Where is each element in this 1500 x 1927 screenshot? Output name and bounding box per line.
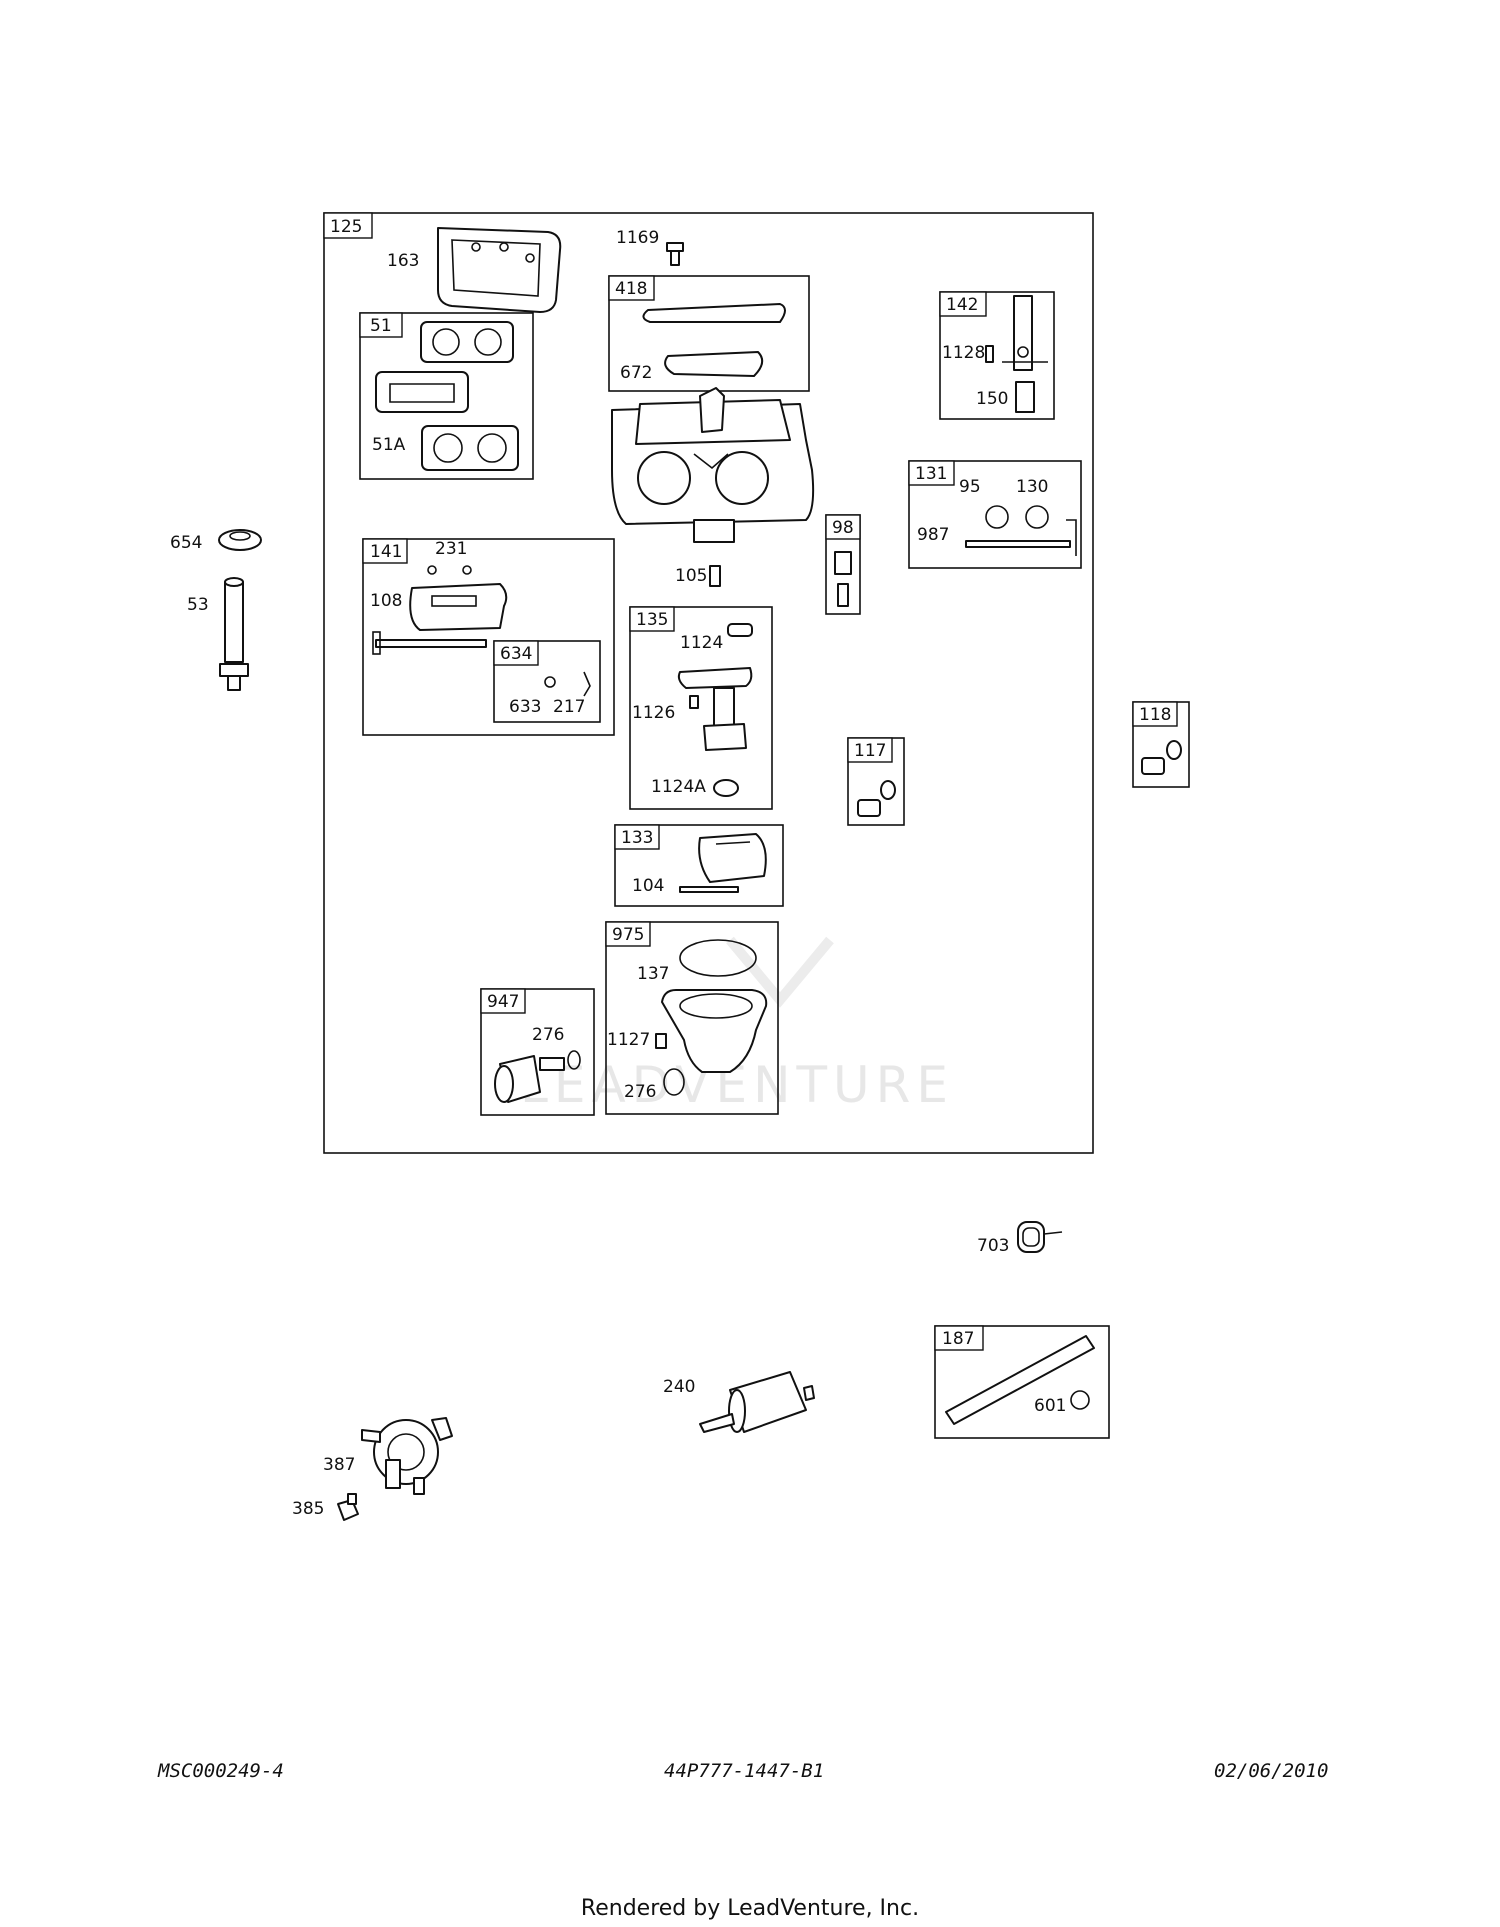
watermark-logo bbox=[726, 936, 834, 1008]
callout-150: 150 bbox=[976, 389, 1008, 409]
callout-217: 217 bbox=[553, 697, 585, 717]
callout-1126: 1126 bbox=[632, 703, 675, 723]
callout-975: 975 bbox=[612, 925, 644, 945]
kit-947: 947 276 bbox=[480, 988, 595, 1116]
kit-133: 133 104 bbox=[614, 824, 784, 907]
kit-142: 142 1128 150 bbox=[939, 291, 1055, 420]
callout-385: 385 bbox=[292, 1499, 324, 1519]
part-654-nut: 654 bbox=[170, 529, 262, 553]
part-703-clamp: 703 bbox=[977, 1221, 1063, 1256]
callout-276a: 276 bbox=[532, 1025, 564, 1045]
kit-187: 187 601 bbox=[934, 1325, 1110, 1439]
callout-1128: 1128 bbox=[942, 343, 985, 363]
callout-418: 418 bbox=[615, 279, 647, 299]
part-105-jet: 105 bbox=[675, 565, 721, 587]
callout-108: 108 bbox=[370, 591, 402, 611]
kit-51: 51 51A bbox=[359, 312, 534, 480]
callout-276b: 276 bbox=[624, 1082, 656, 1102]
callout-131: 131 bbox=[915, 464, 947, 484]
part-163-gasket: 163 bbox=[387, 227, 562, 313]
callout-703: 703 bbox=[977, 1236, 1009, 1256]
callout-tab-125 bbox=[323, 212, 373, 239]
callout-104: 104 bbox=[632, 876, 664, 896]
kit-135: 135 1124 1126 1124A bbox=[629, 606, 773, 810]
callout-117: 117 bbox=[854, 741, 886, 761]
part-240-fuel-filter: 240 bbox=[663, 1371, 815, 1433]
callout-118: 118 bbox=[1139, 705, 1171, 725]
kit-975: 975 137 1127 276 bbox=[605, 921, 779, 1115]
callout-231: 231 bbox=[435, 539, 467, 559]
part-387-fuel-pump: 387 bbox=[323, 1417, 453, 1495]
callout-125: 125 bbox=[330, 217, 362, 237]
callout-672: 672 bbox=[620, 363, 652, 383]
callout-51A: 51A bbox=[372, 435, 406, 455]
callout-130: 130 bbox=[1016, 477, 1048, 497]
assembly-125: 125 bbox=[323, 212, 1094, 1154]
kit-131: 131 95 130 987 bbox=[908, 460, 1082, 569]
callout-1124: 1124 bbox=[680, 633, 723, 653]
kit-98: 98 bbox=[825, 514, 861, 615]
callout-163: 163 bbox=[387, 251, 419, 271]
callout-1169: 1169 bbox=[616, 228, 659, 248]
footer-date: 02/06/2010 bbox=[1214, 1760, 1329, 1782]
callout-141: 141 bbox=[370, 542, 402, 562]
kit-634: 634 633 217 bbox=[493, 640, 601, 723]
callout-1124A: 1124A bbox=[651, 777, 706, 797]
callout-98: 98 bbox=[832, 518, 854, 538]
callout-987: 987 bbox=[917, 525, 949, 545]
callout-95: 95 bbox=[959, 477, 981, 497]
callout-137: 137 bbox=[637, 964, 669, 984]
part-53-stud: 53 bbox=[187, 577, 249, 691]
callout-187: 187 bbox=[942, 1329, 974, 1349]
part-1169-screw: 1169 bbox=[616, 228, 684, 266]
callout-1127: 1127 bbox=[607, 1030, 650, 1050]
callout-634: 634 bbox=[500, 644, 532, 664]
carburetor-body bbox=[611, 387, 815, 543]
footer-part-number: 44P777-1447-B1 bbox=[664, 1760, 825, 1782]
callout-654: 654 bbox=[170, 533, 202, 553]
callout-135: 135 bbox=[636, 610, 668, 630]
assembly-125-frame bbox=[323, 212, 1094, 1154]
rendered-by-credit: Rendered by LeadVenture, Inc. bbox=[580, 1896, 920, 1921]
callout-142: 142 bbox=[946, 295, 978, 315]
callout-51: 51 bbox=[370, 316, 392, 336]
callout-53: 53 bbox=[187, 595, 209, 615]
kit-418: 418 672 bbox=[608, 275, 810, 392]
footer-diagram-id: MSC000249-4 bbox=[158, 1760, 284, 1782]
kit-117: 117 bbox=[847, 737, 905, 826]
callout-105: 105 bbox=[675, 566, 707, 586]
callout-387: 387 bbox=[323, 1455, 355, 1475]
kit-118: 118 bbox=[1132, 701, 1190, 788]
callout-240: 240 bbox=[663, 1377, 695, 1397]
callout-601: 601 bbox=[1034, 1396, 1066, 1416]
callout-947: 947 bbox=[487, 992, 519, 1012]
callout-633: 633 bbox=[509, 697, 541, 717]
kit-141: 141 231 108 bbox=[362, 538, 615, 736]
part-385-screw: 385 bbox=[292, 1493, 359, 1521]
callout-133: 133 bbox=[621, 828, 653, 848]
